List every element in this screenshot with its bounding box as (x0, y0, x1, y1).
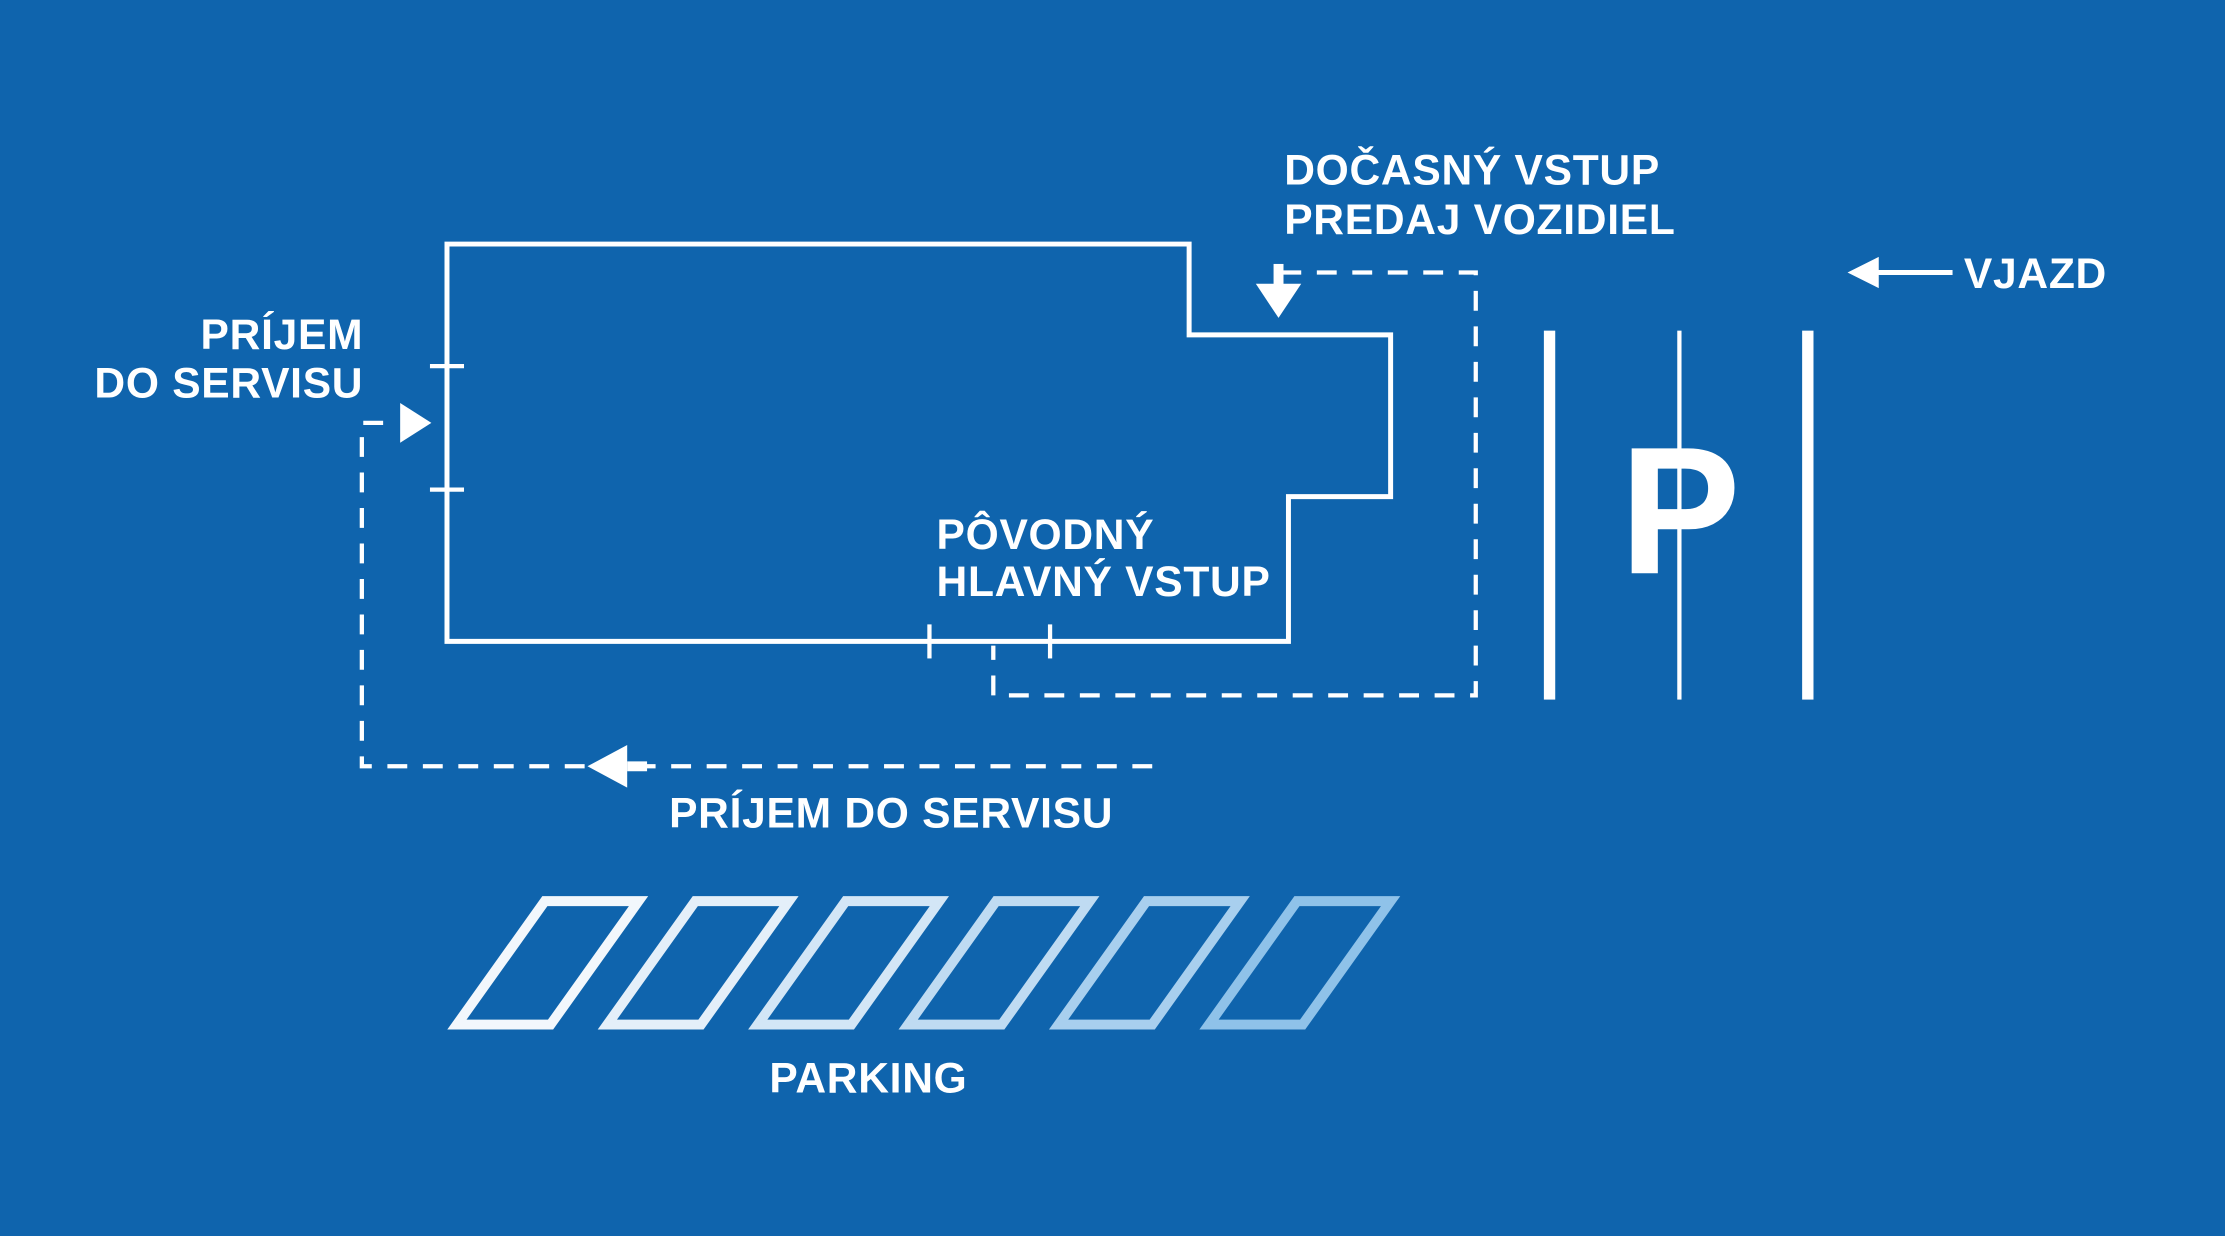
arrow-down-head (1255, 283, 1302, 318)
route-temporary-entrance-path (991, 270, 1478, 698)
label-original-main-entrance-line2: HLAVNÝ VSTUP (937, 558, 1271, 606)
route-temporary-entrance (991, 263, 1478, 698)
label-service-intake-bottom: PRÍJEM DO SERVISU (669, 789, 1113, 837)
label-service-intake-left-line2: DO SERVISU (94, 359, 363, 407)
arrow-down-temporary-entrance (1255, 263, 1302, 318)
label-original-main-entrance-line1: PÔVODNÝ (937, 510, 1155, 559)
route-service-intake (359, 403, 1153, 788)
lane-bar-right (1802, 330, 1814, 700)
parking-stall-1 (447, 896, 649, 1030)
parking-stall-6 (1199, 896, 1401, 1030)
route-service-intake-path (359, 420, 1153, 769)
arrow-right-head (400, 403, 432, 443)
parking-stall-2 (597, 896, 799, 1030)
label-entry: VJAZD (1964, 250, 2107, 298)
parking-stall-5 (1048, 896, 1250, 1030)
label-service-intake-left-line1: PRÍJEM (201, 311, 364, 359)
parking-entry-lanes: P (1543, 330, 1814, 700)
parking-stall-4 (898, 896, 1100, 1030)
parking-row (447, 896, 1401, 1030)
building (429, 241, 1394, 659)
building-outline (444, 241, 1394, 644)
arrow-left-head (587, 745, 628, 788)
label-parking: PARKING (769, 1055, 967, 1103)
arrow-right-service-entry (400, 403, 432, 443)
parking-symbol: P (1620, 410, 1741, 612)
label-temporary-entrance-line1: DOČASNÝ VSTUP (1284, 145, 1660, 194)
arrow-left-service-intake (587, 745, 648, 788)
parking-stall-3 (748, 896, 950, 1030)
entry-arrow-head (1847, 256, 1879, 289)
label-temporary-entrance-line2: PREDAJ VOZIDIEL (1284, 196, 1675, 244)
lane-bar-left (1543, 330, 1556, 700)
entry-arrow (1847, 256, 1953, 289)
lane-line-middle (1677, 330, 1682, 700)
